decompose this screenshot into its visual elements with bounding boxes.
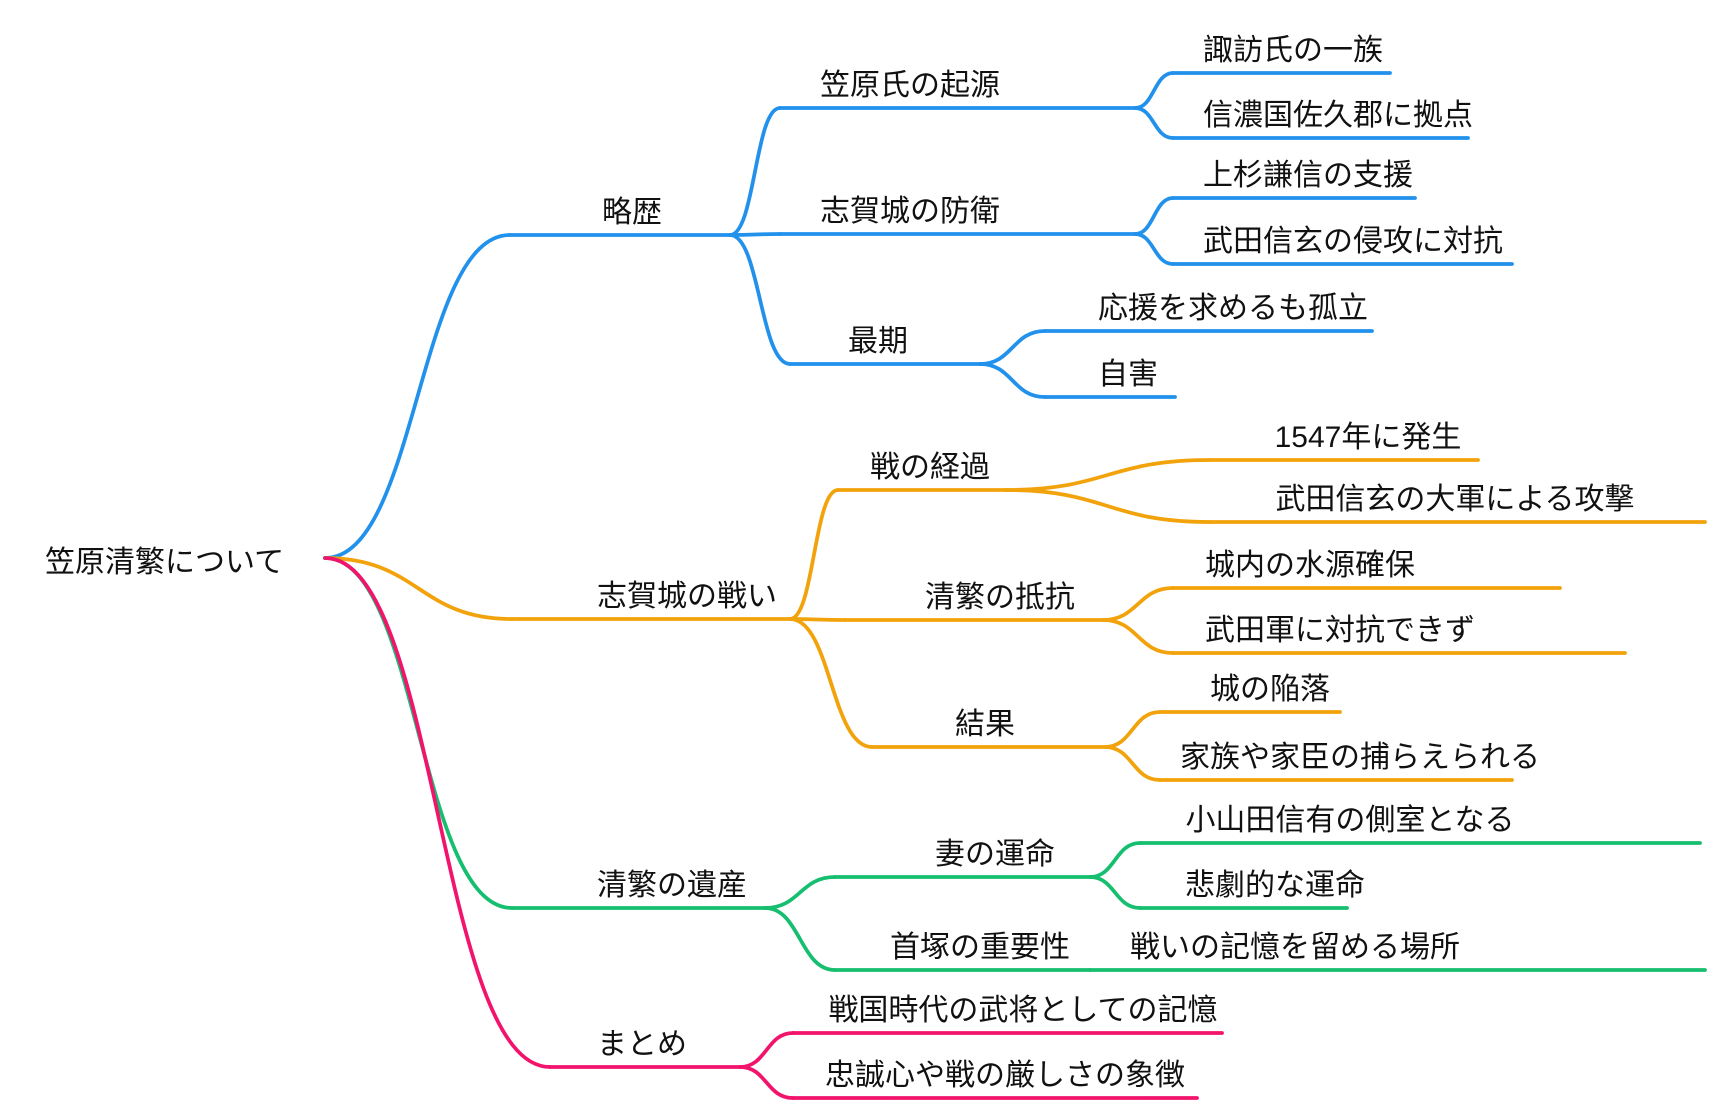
node-label[interactable]: 上杉謙信の支援 (1203, 159, 1413, 192)
mindmap-node: 最期 (728, 233, 982, 366)
node-label[interactable]: 妻の運命 (935, 838, 1055, 871)
mindmap-node: 諏訪氏の一族 (1133, 34, 1392, 110)
branch-connector (1133, 196, 1175, 236)
node-label[interactable]: 悲劇的な運命 (1185, 869, 1365, 902)
node-label[interactable]: 結果 (955, 708, 1015, 741)
branch-connector (1103, 710, 1162, 749)
branch-connector (728, 106, 782, 237)
branch-connector (738, 1065, 795, 1100)
mindmap-node: 武田信玄の大軍による攻撃 (1003, 483, 1707, 524)
node-label[interactable]: 志賀城の防衛 (820, 195, 1000, 228)
node-label[interactable]: 清繁の抵抗 (925, 581, 1075, 614)
node-label[interactable]: まとめ (597, 1028, 687, 1061)
branch-connector (323, 556, 514, 621)
mindmap-node: 戦国時代の武将としての記憶 (738, 994, 1224, 1069)
node-label[interactable]: 城の陥落 (1210, 673, 1330, 706)
branch-connector (1088, 841, 1142, 879)
branch-connector (788, 617, 874, 749)
branch-connector (788, 488, 840, 621)
mindmap-node: 応援を求めるも孤立 (978, 292, 1374, 366)
mindmap-node: 忠誠心や戦の厳しさの象徴 (738, 1059, 1199, 1100)
node-label[interactable]: 武田信玄の侵攻に対抗 (1203, 225, 1503, 258)
node-label[interactable]: 自害 (1098, 358, 1158, 391)
branch-connector (1133, 71, 1175, 110)
mindmap-node: 家族や家臣の捕らえられる (1103, 741, 1540, 782)
mindmap-node: 小山田信有の側室となる (1088, 804, 1702, 879)
mindmap-node: 戦の経過 (788, 451, 1007, 621)
node-label[interactable]: 小山田信有の側室となる (1185, 804, 1514, 837)
mindmap-node: 志賀城の防衛 (728, 195, 1137, 237)
node-label[interactable]: 城内の水源確保 (1205, 549, 1415, 582)
node-label[interactable]: 信濃国佐久郡に拠点 (1203, 99, 1473, 132)
node-label[interactable]: 1547年に発生 (1275, 421, 1462, 454)
branch-connector (1133, 106, 1175, 140)
branch-connector (728, 232, 782, 237)
node-label[interactable]: 笠原氏の起源 (820, 69, 1000, 102)
branch-connector (1101, 618, 1175, 655)
mindmap-node: 笠原氏の起源 (728, 69, 1137, 237)
mindmap-node: 信濃国佐久郡に拠点 (1133, 99, 1473, 140)
node-label[interactable]: 諏訪氏の一族 (1203, 34, 1383, 67)
mindmap-node: 自害 (978, 358, 1177, 399)
branch-connector (978, 362, 1047, 399)
node-label[interactable]: 略歴 (602, 196, 662, 229)
branch-connector (1003, 458, 1212, 492)
node-label[interactable]: 戦国時代の武将としての記憶 (828, 994, 1217, 1027)
branch-connector (978, 329, 1047, 366)
branch-connector (763, 906, 837, 972)
mindmap-node: 清繁の抵抗 (788, 581, 1105, 622)
branch-connector (728, 233, 792, 366)
branch-connector (738, 1031, 795, 1069)
mindmap-node: 結果 (788, 617, 1107, 749)
mindmap-node: 上杉謙信の支援 (1133, 159, 1417, 236)
node-label[interactable]: 笠原清繁について (45, 546, 284, 579)
branch-connector (323, 233, 512, 560)
node-label[interactable]: 戦の経過 (870, 451, 990, 484)
mindmap-node: 城の陥落 (1103, 673, 1342, 749)
branch-connector (1103, 745, 1162, 782)
mindmap-node: 武田軍に対抗できず (1101, 614, 1627, 655)
node-label[interactable]: 武田軍に対抗できず (1205, 614, 1475, 647)
node-label[interactable]: 戦いの記憶を留める場所 (1130, 931, 1460, 964)
branch-connector (323, 556, 552, 1069)
mindmap-node: 戦いの記憶を留める場所 (1088, 931, 1707, 972)
mindmap-node: 略歴 (323, 196, 732, 560)
mindmap-node: 武田信玄の侵攻に対抗 (1133, 225, 1514, 266)
branch-connector (1101, 586, 1175, 622)
branch-connector (1088, 875, 1142, 910)
mindmap-node: 首塚の重要性 (763, 906, 1092, 972)
node-label[interactable]: 最期 (848, 325, 908, 358)
node-label[interactable]: 清繁の遺産 (597, 869, 747, 902)
node-label[interactable]: 応援を求めるも孤立 (1098, 292, 1368, 325)
mindmap-node: まとめ (323, 556, 742, 1069)
node-label[interactable]: 志賀城の戦い (597, 580, 777, 613)
node-label[interactable]: 武田信玄の大軍による攻撃 (1275, 483, 1634, 516)
mindmap-root-node: 笠原清繁について (45, 546, 284, 579)
mindmap-node: 悲劇的な運命 (1088, 869, 1365, 910)
branch-connector (1133, 232, 1175, 266)
branch-connector (1003, 488, 1212, 524)
node-label[interactable]: 忠誠心や戦の厳しさの象徴 (825, 1059, 1185, 1092)
mindmap-node: 志賀城の戦い (323, 556, 792, 621)
node-label[interactable]: 家族や家臣の捕らえられる (1180, 741, 1540, 774)
mindmap-node: 1547年に発生 (1003, 421, 1480, 492)
branch-connector (763, 875, 837, 910)
node-label[interactable]: 首塚の重要性 (890, 931, 1070, 964)
mindmap-node: 妻の運命 (763, 838, 1092, 910)
mindmap-node: 城内の水源確保 (1101, 549, 1562, 622)
